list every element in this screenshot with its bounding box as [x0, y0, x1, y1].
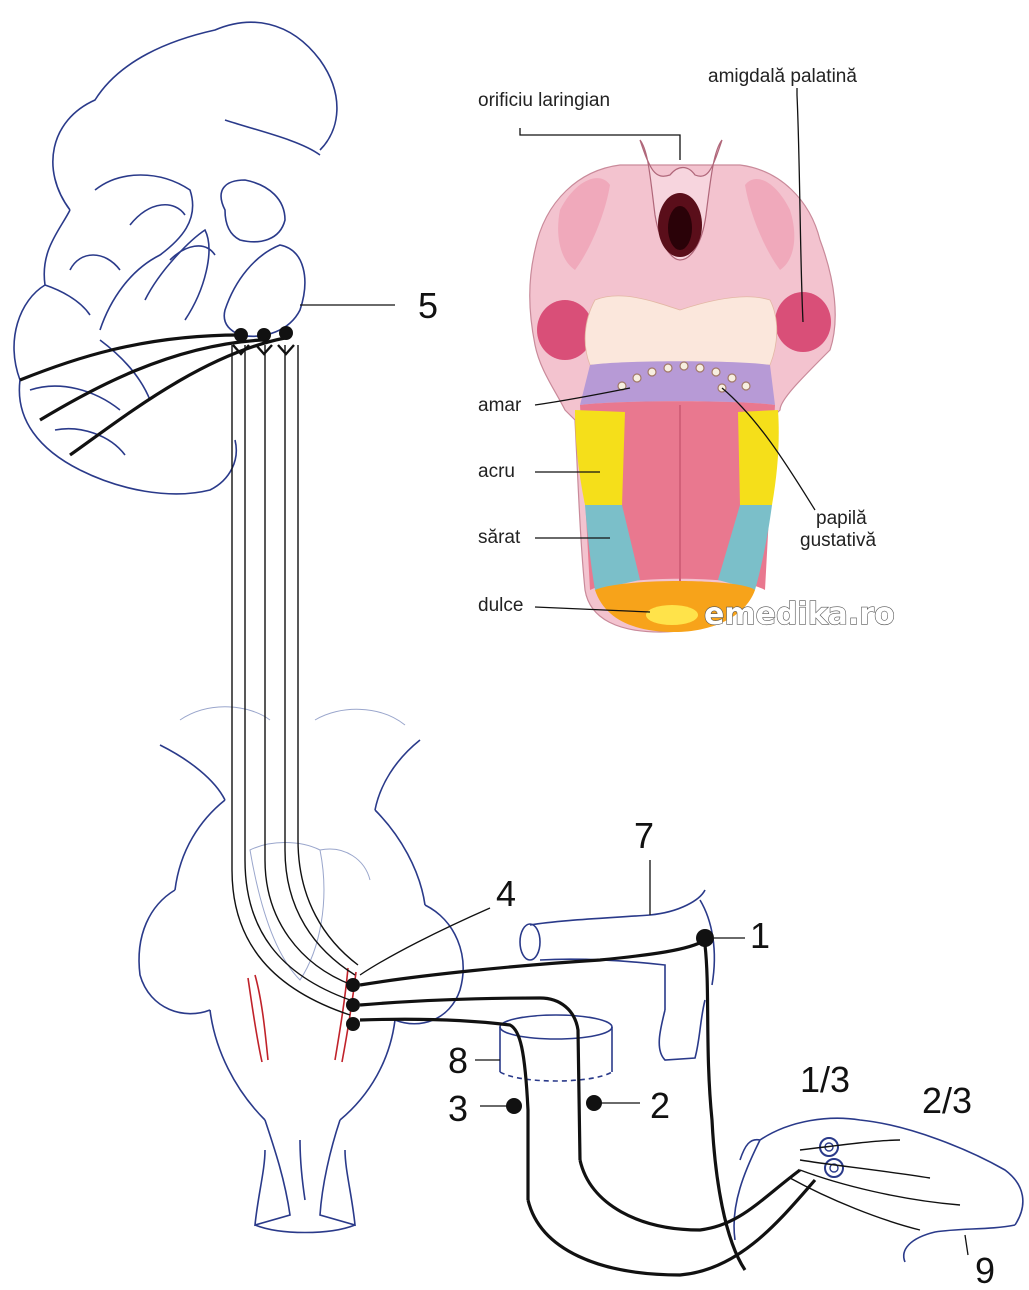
- label-acru: acru: [478, 461, 515, 482]
- peripheral-tongue: [734, 1118, 1023, 1262]
- marker-2: 2: [650, 1085, 670, 1126]
- watermark: emedika.ro: [704, 597, 895, 632]
- nucleus-neuron-2: [346, 998, 360, 1012]
- nucleus-neuron-3: [346, 1017, 360, 1031]
- brainstem: [139, 707, 463, 1233]
- ganglion-1-dot: [696, 929, 714, 947]
- nucleus-neuron-1: [346, 978, 360, 992]
- nerve-tube-7: [520, 890, 714, 1060]
- label-sarat: sărat: [478, 527, 521, 548]
- marker-3: 3: [448, 1088, 468, 1129]
- marker-9: 9: [975, 1250, 995, 1290]
- label-amigdala-palatina: amigdală palatină: [708, 66, 857, 87]
- marker-7: 7: [634, 815, 654, 856]
- label-gustativa: gustativă: [800, 530, 876, 551]
- label-papila: papilă: [816, 508, 867, 529]
- marker-two-thirds: 2/3: [922, 1080, 972, 1121]
- ganglion-cylinder-8: [500, 1015, 612, 1081]
- thalamic-neuron-2: [257, 328, 271, 342]
- marker-one-third: 1/3: [800, 1059, 850, 1100]
- brain-section: [14, 22, 337, 494]
- ganglion-2-dot: [586, 1095, 602, 1111]
- thalamic-neuron-3: [279, 326, 293, 340]
- thalamic-neuron-1: [234, 328, 248, 342]
- marker-5: 5: [418, 285, 438, 326]
- marker-4: 4: [496, 873, 516, 914]
- label-orificiu-laringian: orificiu laringian: [478, 90, 610, 111]
- label-dulce: dulce: [478, 595, 523, 616]
- marker-1: 1: [750, 915, 770, 956]
- marker-8: 8: [448, 1040, 468, 1081]
- ganglion-3-dot: [506, 1098, 522, 1114]
- label-amar: amar: [478, 395, 522, 416]
- tongue-taste-map: orificiu laringian amigdală palatină ama…: [478, 66, 895, 632]
